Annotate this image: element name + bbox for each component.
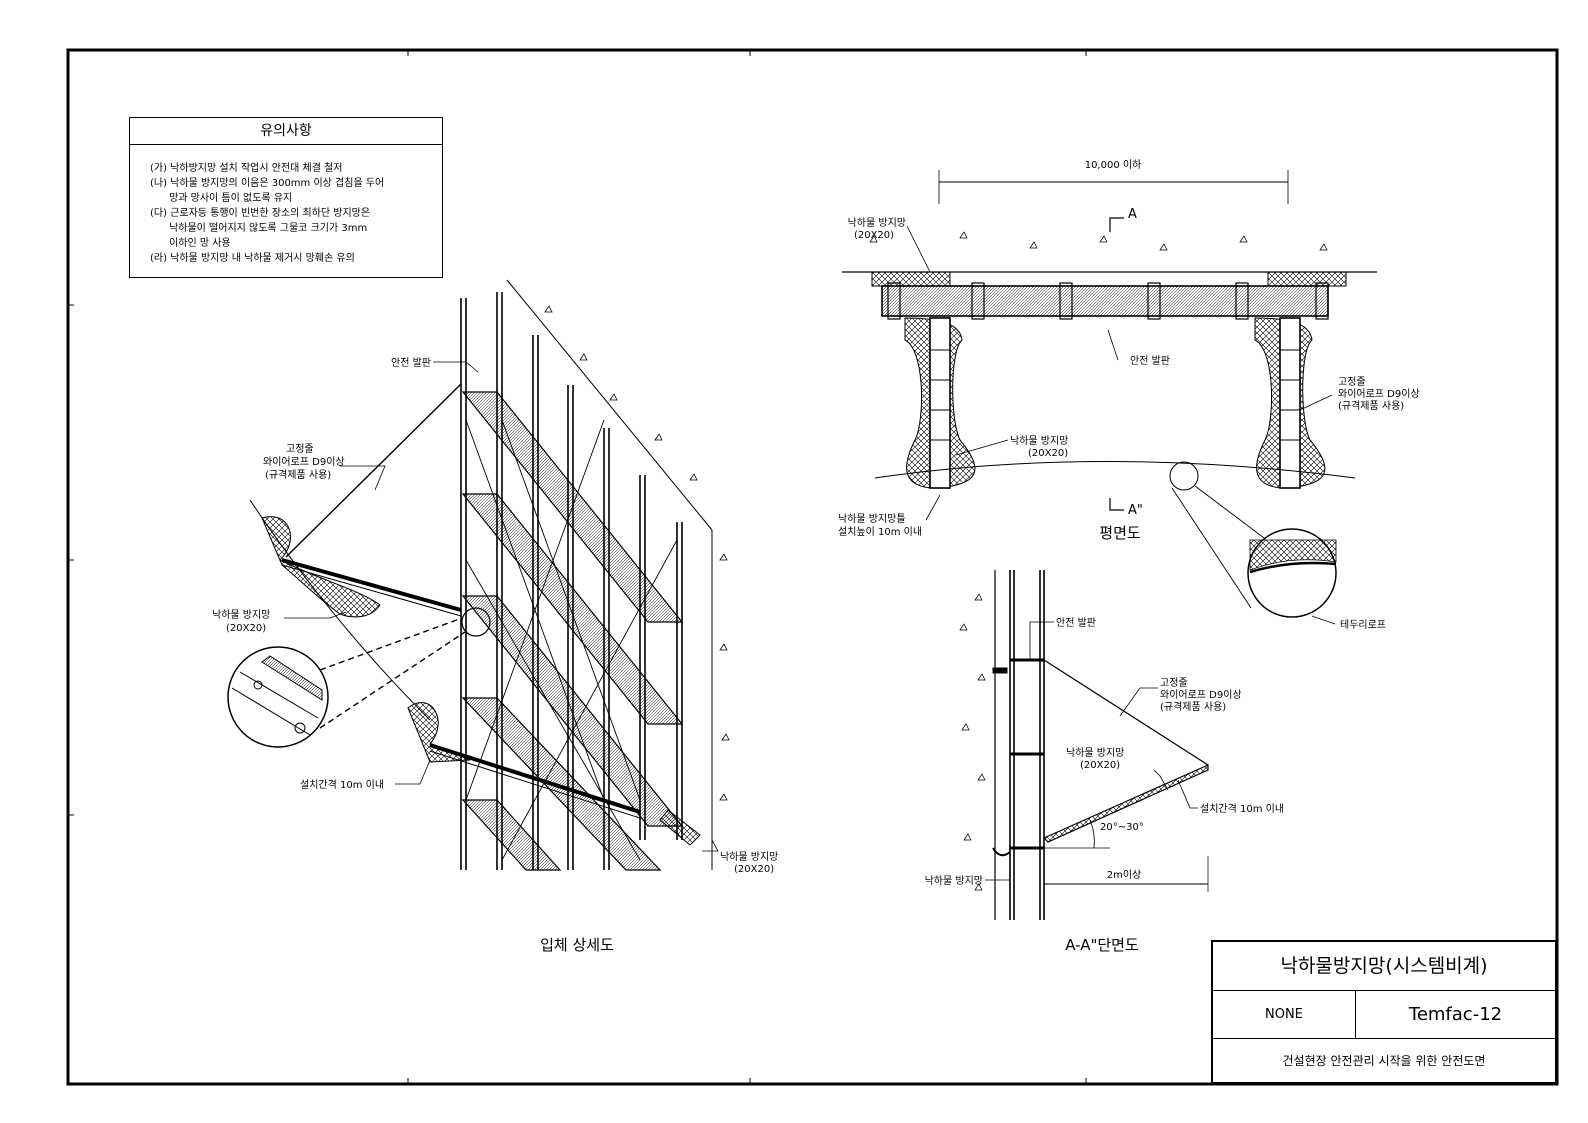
plan-deck [881, 285, 1329, 317]
section-rope-label-1: 고정줄 [1160, 677, 1188, 689]
drawing-subtitle: 건설현장 안전관리 시작을 위한 안전도면 [1282, 1054, 1486, 1068]
title-block: 낙하물방지망(시스템비계) NONE Temfac-12 건설현장 안전관리 시… [1211, 940, 1557, 1084]
title-block-info-row: NONE Temfac-12 [1213, 991, 1555, 1039]
section-angle-label: 20°~30° [1100, 822, 1144, 833]
plan-dimension: 10,000 이하 [1085, 158, 1142, 171]
section-leaders [985, 621, 1198, 881]
iso-spacing-label: 설치간격 10m 이내 [300, 778, 384, 791]
plan-concrete-texture [869, 231, 1328, 251]
section-concrete-texture [959, 593, 986, 891]
drawing-title: 낙하물방지망(시스템비계) [1213, 942, 1555, 991]
note-item: (나) 낙하물 방지망의 이음은 300mm 이상 겹침을 두어 [150, 178, 385, 189]
plan-rope-label-3: (규격제품 사용) [1338, 399, 1404, 412]
plan-height-label-2: 설치높이 10m 이내 [838, 526, 922, 538]
sheet-border [66, 48, 1559, 1086]
plan-net-label-2: (20X20) [854, 230, 894, 241]
drawing-scale: NONE [1213, 991, 1356, 1038]
plan-rope-label-1: 고정줄 [1338, 376, 1366, 388]
section-net-label-1: 낙하물 방지망 [1066, 746, 1124, 759]
note-item: 이하인 망 사용 [150, 238, 231, 249]
notes-box: 유의사항 (가) 낙하방지망 설치 작업시 안전대 체결 철저 (나) 낙하물 … [129, 117, 443, 278]
section-net-bottom-label: 낙하물 방지망 [925, 874, 983, 887]
plan-cut-a: A [1128, 207, 1137, 222]
plan-deck-label: 안전 발판 [1130, 355, 1170, 367]
note-item: (다) 근로자등 통행이 빈번한 장소의 최하단 방지망은 [150, 208, 371, 219]
section-caption: A-A"단면도 [1065, 936, 1139, 954]
drawing-code: Temfac-12 [1408, 1004, 1503, 1025]
plan-post-left [904, 317, 976, 489]
section-dim-label: 2m이상 [1107, 869, 1142, 881]
notes-list: (가) 낙하방지망 설치 작업시 안전대 체결 철저 (나) 낙하물 방지망의 … [130, 145, 442, 266]
note-item: (라) 낙하물 방지망 내 낙하물 제거시 망훼손 유의 [150, 253, 355, 264]
iso-caption: 입체 상세도 [540, 936, 614, 954]
notes-title: 유의사항 [130, 118, 442, 145]
iso-net-low-label-2: (20X20) [734, 864, 774, 875]
detail-bubble [227, 646, 329, 748]
iso-rope-label-3: (규격제품 사용) [265, 468, 331, 481]
section-rope-label-2: 와이어로프 D9이상 [1160, 689, 1242, 701]
section-spacing-label: 설치간격 10m 이내 [1200, 802, 1284, 815]
iso-deck-label: 안전 발판 [391, 357, 431, 369]
section-net [1042, 764, 1209, 843]
section-net-label-2: (20X20) [1080, 760, 1120, 771]
iso-net-low-label-1: 낙하물 방지망 [720, 850, 778, 863]
note-item: 낙하물이 떨어지지 않도록 그물코 크기가 3mm [150, 223, 368, 234]
iso-leaders [284, 361, 719, 852]
scaffold-bracing [465, 419, 678, 861]
iso-net-label-1: 낙하물 방지망 [212, 608, 270, 621]
section-view [959, 570, 1209, 920]
plan-height-label-1: 낙하물 방지망틀 [838, 512, 906, 525]
note-item: 망과 망사이 틈이 없도록 유지 [150, 193, 293, 204]
section-deck-label: 안전 발판 [1056, 617, 1096, 629]
plan-cut-a2: A" [1128, 503, 1143, 518]
concrete-texture [544, 305, 730, 801]
isometric-detail [227, 279, 730, 871]
plan-caption: 평면도 [1099, 524, 1141, 542]
plan-leaders [906, 225, 1336, 625]
plan-net-label-1: 낙하물 방지망 [848, 216, 906, 229]
iso-net-label-2: (20X20) [226, 623, 266, 634]
plan-net-mid-label-2: (20X20) [1028, 448, 1068, 459]
iso-rope-label-1: 고정줄 [286, 443, 314, 455]
iso-rope-label-2: 와이어로프 D9이상 [263, 456, 345, 468]
plan-edge-rope-label: 테두리로프 [1340, 619, 1386, 631]
plan-rope-label-2: 와이어로프 D9이상 [1338, 388, 1420, 400]
plan-view [842, 170, 1377, 625]
net-upper [261, 516, 381, 618]
plan-post-right [1254, 317, 1326, 489]
note-item: (가) 낙하방지망 설치 작업시 안전대 체결 철저 [150, 163, 343, 174]
border-ticks [68, 50, 1087, 1084]
section-rope-label-3: (규격제품 사용) [1160, 700, 1226, 713]
plan-net-mid-label-1: 낙하물 방지망 [1010, 434, 1068, 447]
